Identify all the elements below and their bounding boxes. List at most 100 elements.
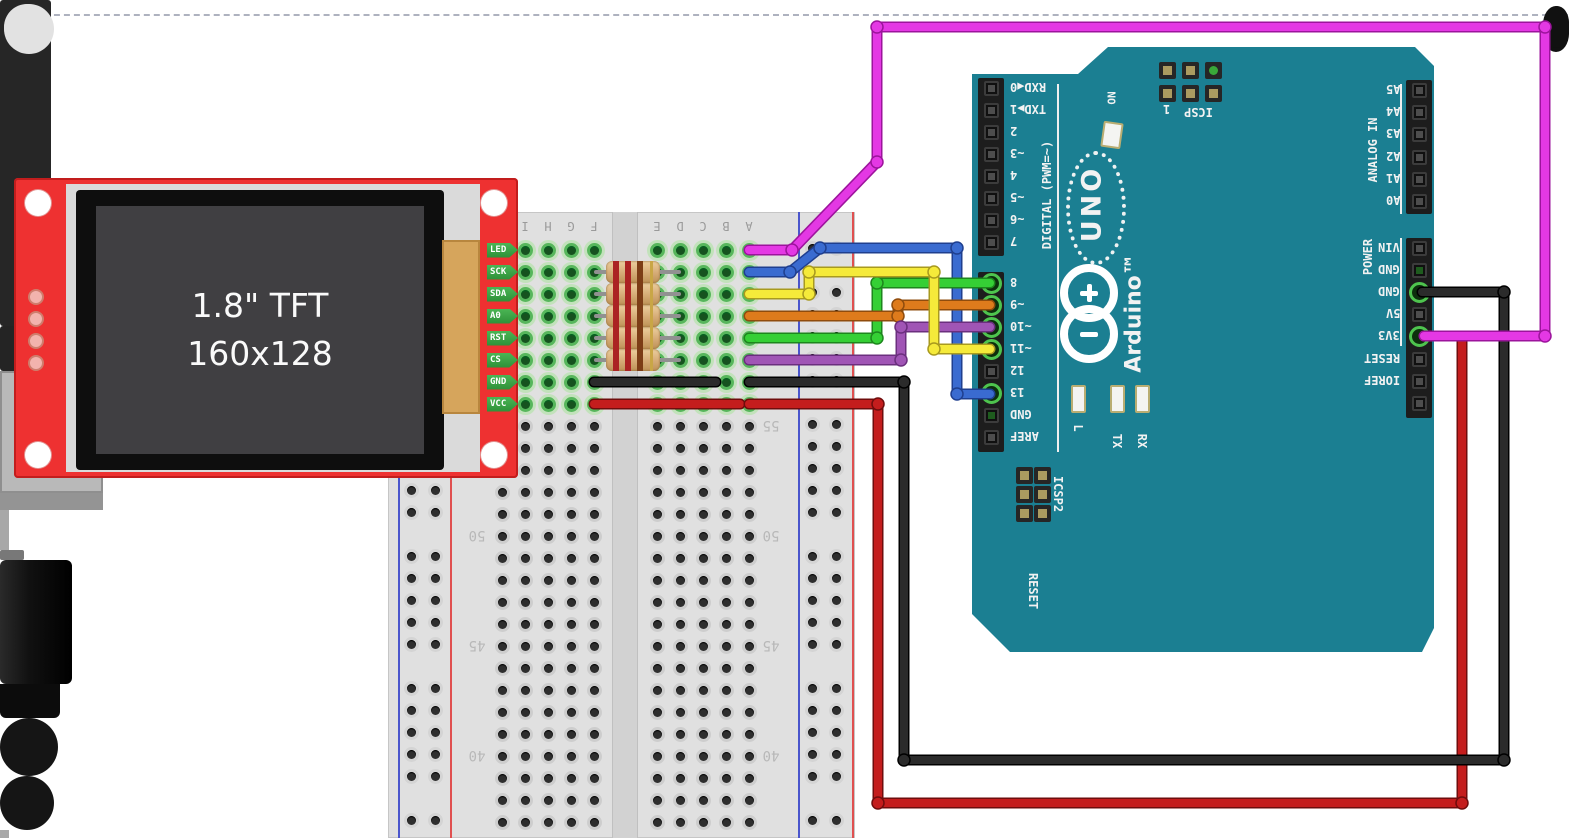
breadboard-hole (566, 509, 576, 519)
rail-hole (430, 507, 440, 517)
breadboard-hole (520, 355, 530, 365)
breadboard-hole (721, 333, 731, 343)
capacitor-face (4, 4, 50, 50)
rail-hole (807, 441, 817, 451)
breadboard-hole (675, 795, 685, 805)
rail-blue-line (398, 212, 400, 838)
breadboard-hole (721, 619, 731, 629)
capacitor-face (4, 4, 54, 54)
breadboard-hole (698, 707, 708, 717)
breadboard-hole (652, 751, 662, 761)
breadboard-hole (589, 465, 599, 475)
breadboard-hole (497, 663, 507, 673)
rail-red-line (852, 212, 854, 838)
breadboard-hole (543, 509, 553, 519)
wire-bend-point (891, 309, 905, 323)
breadboard-hole (652, 553, 662, 563)
breadboard-hole (543, 795, 553, 805)
resistor-lead (656, 292, 681, 296)
breadboard-hole (721, 487, 731, 497)
rail-hole (406, 485, 416, 495)
breadboard-hole (520, 663, 530, 673)
breadboard-hole (566, 685, 576, 695)
breadboard-hole (744, 333, 754, 343)
column-letter-F: F (590, 219, 598, 233)
breadboard-hole (543, 685, 553, 695)
breadboard-hole (652, 817, 662, 827)
breadboard-hole (589, 795, 599, 805)
column-letter-A: A (745, 219, 753, 233)
breadboard-hole (652, 509, 662, 519)
resistor-band-red (613, 349, 619, 371)
breadboard-hole (589, 663, 599, 673)
rail-hole (831, 573, 841, 583)
breadboard-hole (652, 245, 662, 255)
usb-tab (0, 530, 9, 550)
breadboard-hole (520, 575, 530, 585)
breadboard-hole (721, 553, 731, 563)
breadboard-hole (744, 773, 754, 783)
resistor-band-gold (650, 305, 653, 327)
rail-hole (831, 507, 841, 517)
breadboard-hole (744, 355, 754, 365)
wire-bend-point (950, 387, 964, 401)
rail-hole (807, 815, 817, 825)
barrel-jack-nub (0, 550, 24, 560)
breadboard-hole (675, 729, 685, 739)
tft-pin-badge-gnd: GND (487, 374, 518, 390)
breadboard-hole (543, 597, 553, 607)
rail-hole (406, 749, 416, 759)
rail-hole (406, 771, 416, 781)
rail-hole (831, 287, 841, 297)
rail-hole (807, 243, 817, 253)
breadboard-hole (566, 597, 576, 607)
breadboard-hole (543, 289, 553, 299)
breadboard-hole (566, 245, 576, 255)
breadboard-hole (543, 487, 553, 497)
wire-bend-point (894, 353, 908, 367)
breadboard-hole (698, 619, 708, 629)
rail-hole (406, 815, 416, 825)
breadboard-hole (721, 289, 731, 299)
breadboard-hole (566, 663, 576, 673)
breadboard-hole (520, 597, 530, 607)
breadboard-hole (698, 245, 708, 255)
tft-flex-connector (442, 240, 480, 414)
breadboard-hole (566, 333, 576, 343)
breadboard-hole (675, 597, 685, 607)
breadboard-hole (744, 817, 754, 827)
rail-hole (807, 375, 817, 385)
rail-hole (406, 727, 416, 737)
breadboard-hole (652, 773, 662, 783)
breadboard-hole (698, 267, 708, 277)
wire-bend-point (870, 20, 884, 34)
breadboard-hole (652, 663, 662, 673)
tft-pin-badge-a0: A0 (487, 308, 518, 324)
resistor-band-red (613, 305, 619, 327)
rail-hole (831, 441, 841, 451)
breadboard-hole (721, 663, 731, 673)
breadboard-hole (721, 421, 731, 431)
row-number-50: 50 (762, 527, 780, 543)
capacitor-stripe (1542, 6, 1569, 52)
breadboard-hole (721, 817, 731, 827)
rail-hole (430, 573, 440, 583)
wire-bend-point (950, 241, 964, 255)
breadboard-hole (520, 685, 530, 695)
column-letter-C: C (699, 219, 707, 233)
breadboard-hole (543, 421, 553, 431)
breadboard-hole (698, 421, 708, 431)
rail-hole (807, 507, 817, 517)
breadboard-hole (589, 729, 599, 739)
resistor-lead (594, 358, 610, 362)
breadboard-hole (520, 707, 530, 717)
rail-hole (807, 683, 817, 693)
rail-hole (807, 353, 817, 363)
breadboard-hole (698, 355, 708, 365)
breadboard-hole (497, 575, 507, 585)
tft-pin-badge-sck: SCK (487, 264, 518, 280)
breadboard-hole (744, 487, 754, 497)
breadboard-hole (589, 421, 599, 431)
breadboard-hole (652, 465, 662, 475)
breadboard-hole (497, 509, 507, 519)
